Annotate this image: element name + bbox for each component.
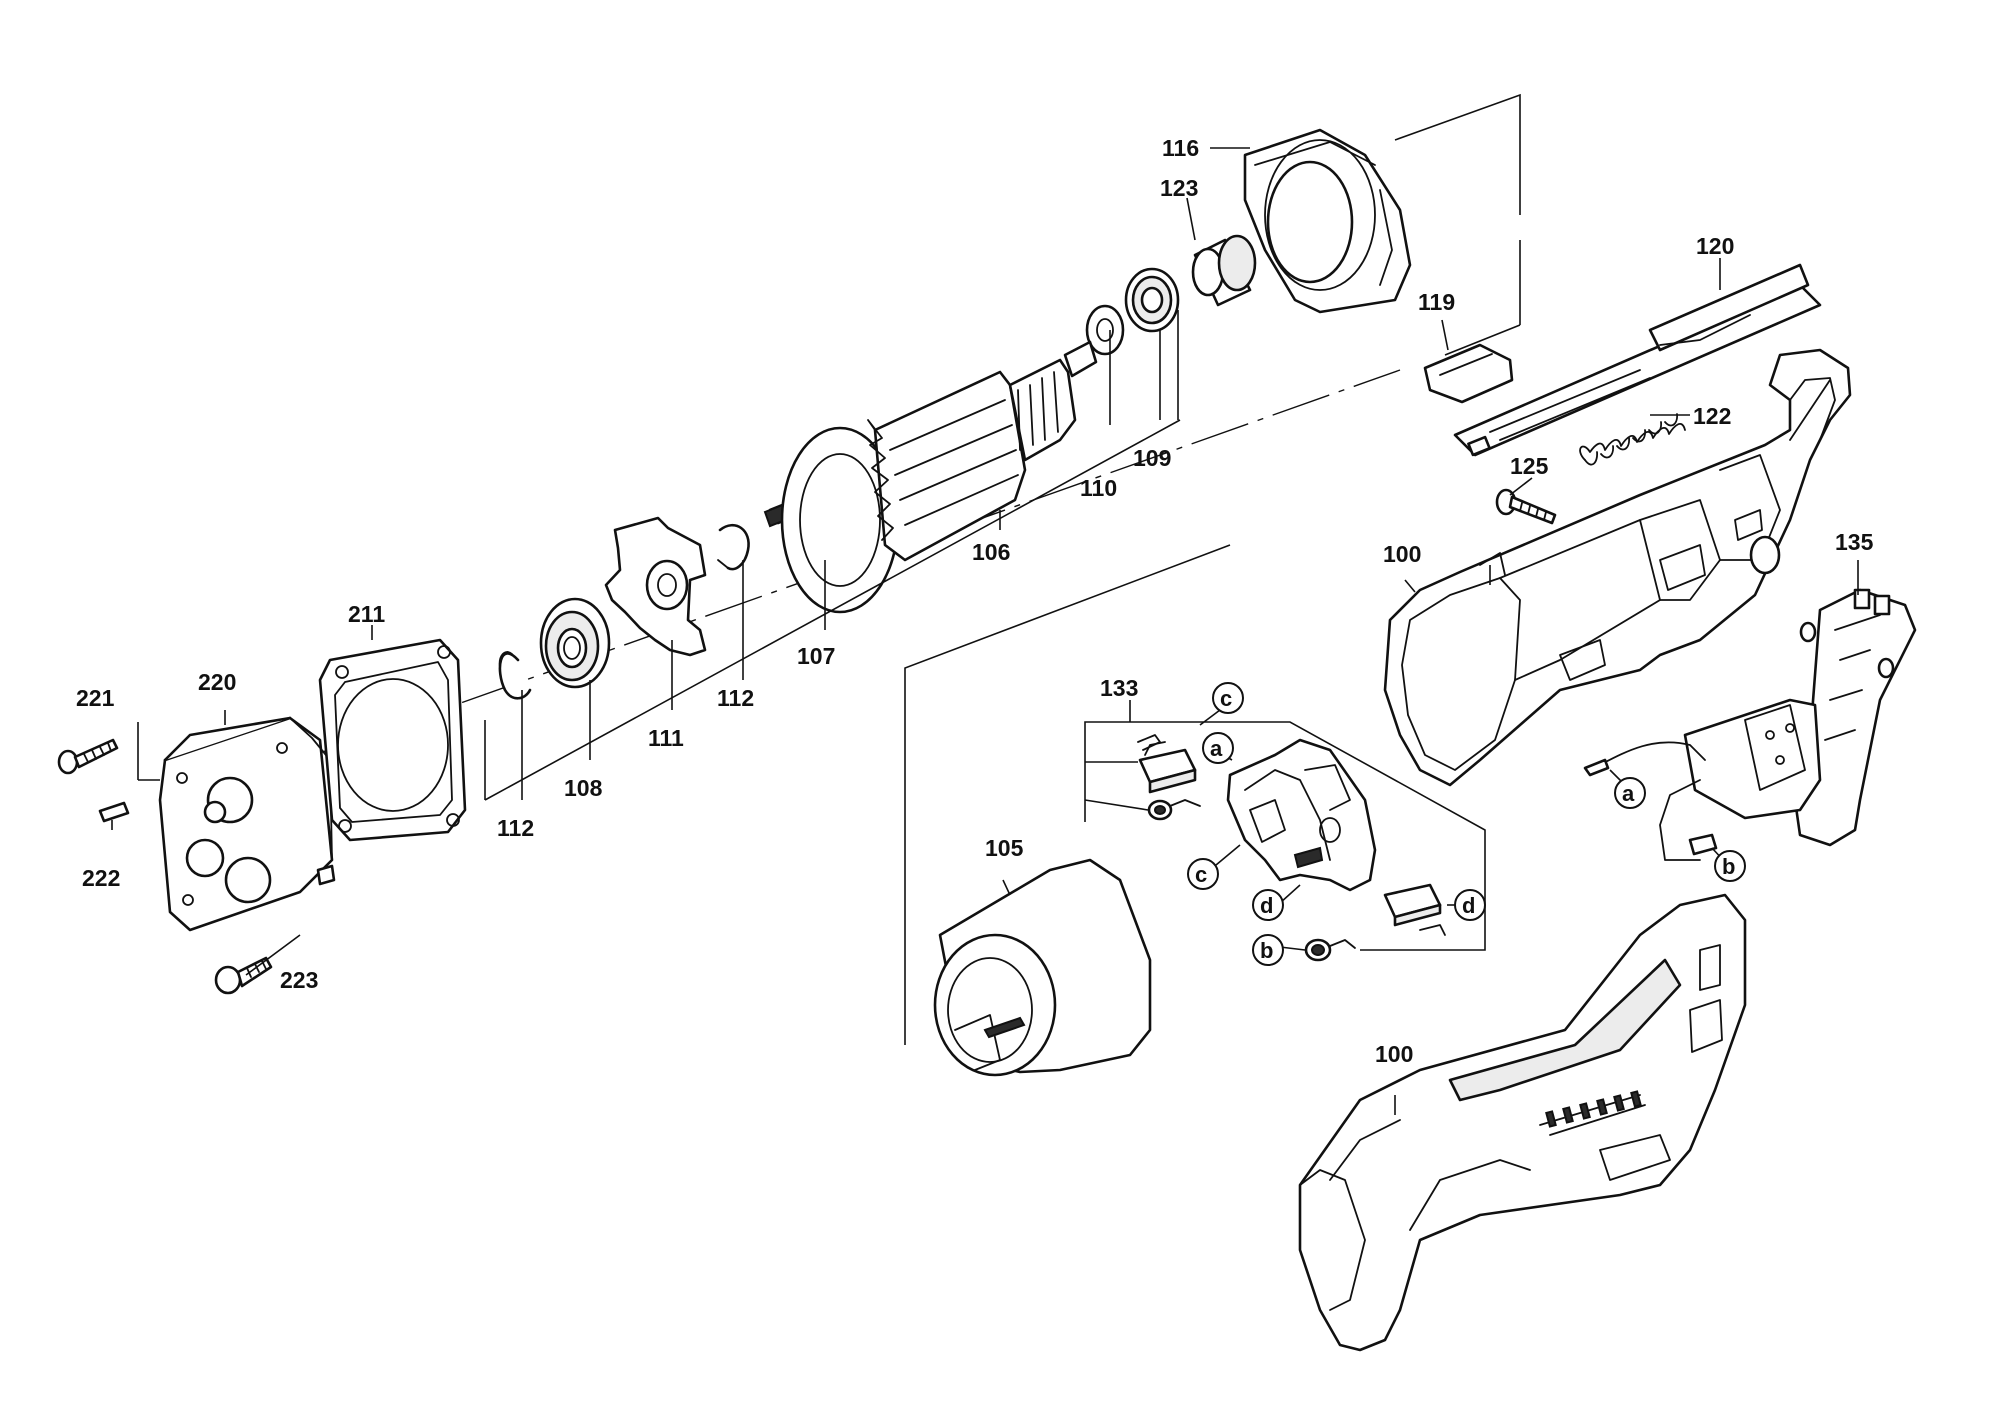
carbon-brush-upper <box>1138 741 1197 794</box>
label-221: 221 <box>76 685 115 711</box>
connector-d-left: d <box>1260 893 1273 918</box>
gasket-211 <box>318 638 467 842</box>
bracket-133 <box>1084 700 1486 951</box>
switch-135 <box>1583 588 1917 861</box>
brush-clip-c <box>1137 734 1161 751</box>
bearing-108 <box>539 597 611 689</box>
armature-107 <box>763 340 1098 614</box>
label-133: 133 <box>1100 675 1138 701</box>
label-116: 116 <box>1162 135 1199 161</box>
leaders-left <box>111 710 301 976</box>
label-110: 110 <box>1080 475 1117 501</box>
carbon-brush-lower <box>1383 883 1446 936</box>
connector-b-right: b <box>1722 854 1735 879</box>
label-135: 135 <box>1835 529 1874 555</box>
stator-105 <box>933 858 1152 1077</box>
part-labels: 116 123 120 119 122 125 100 135 109 110 … <box>76 135 1874 1067</box>
spring-122 <box>1579 413 1686 466</box>
label-123: 123 <box>1160 175 1198 201</box>
label-107: 107 <box>797 643 835 669</box>
connector-c-top: c <box>1220 686 1232 711</box>
label-220: 220 <box>198 669 236 695</box>
connector-b-left: b <box>1260 938 1273 963</box>
washer-110 <box>1085 304 1125 356</box>
housing-half-100-upper <box>1383 348 1852 787</box>
label-119: 119 <box>1418 289 1455 315</box>
connector-markers: c a c d b d a b <box>1187 682 1746 966</box>
brush-spring-lower <box>1304 938 1356 962</box>
connector-a-left: a <box>1210 736 1223 761</box>
label-105: 105 <box>985 835 1024 861</box>
brush-holder-133 <box>1226 738 1377 892</box>
baffle-plate-111 <box>604 516 707 657</box>
brush-spring-upper <box>1147 799 1201 821</box>
label-112-lower: 112 <box>497 815 534 841</box>
label-223: 223 <box>280 967 318 993</box>
connector-d-right: d <box>1462 893 1475 918</box>
slide-switch-120 <box>1453 263 1822 457</box>
label-100-lower: 100 <box>1375 1041 1413 1067</box>
label-100-upper: 100 <box>1383 541 1421 567</box>
label-222: 222 <box>82 865 120 891</box>
screw-125 <box>1495 488 1557 525</box>
button-119 <box>1423 343 1514 404</box>
pin-222 <box>98 801 130 823</box>
housing-half-100-lower <box>1298 893 1747 1352</box>
label-112-upper: 112 <box>717 685 754 711</box>
label-111: 111 <box>648 725 684 751</box>
label-106: 106 <box>972 539 1010 565</box>
label-109: 109 <box>1133 445 1171 471</box>
label-120: 120 <box>1696 233 1734 259</box>
end-cap-220 <box>158 716 336 932</box>
bearing-sleeve-123 <box>1191 234 1257 307</box>
retaining-ring-112-right <box>717 523 750 571</box>
connector-a-right: a <box>1622 781 1635 806</box>
label-211: 211 <box>348 601 385 627</box>
connector-c-bottom: c <box>1195 862 1207 887</box>
label-125: 125 <box>1510 453 1549 479</box>
label-122: 122 <box>1693 403 1731 429</box>
bearing-109 <box>1124 267 1180 333</box>
bearing-flange-116 <box>1243 128 1412 314</box>
retaining-ring-112-left <box>498 651 532 700</box>
assembly-axis-lines <box>299 93 1521 1045</box>
screw-221 <box>57 738 119 775</box>
label-108: 108 <box>564 775 603 801</box>
leader-lines <box>371 147 1859 1115</box>
